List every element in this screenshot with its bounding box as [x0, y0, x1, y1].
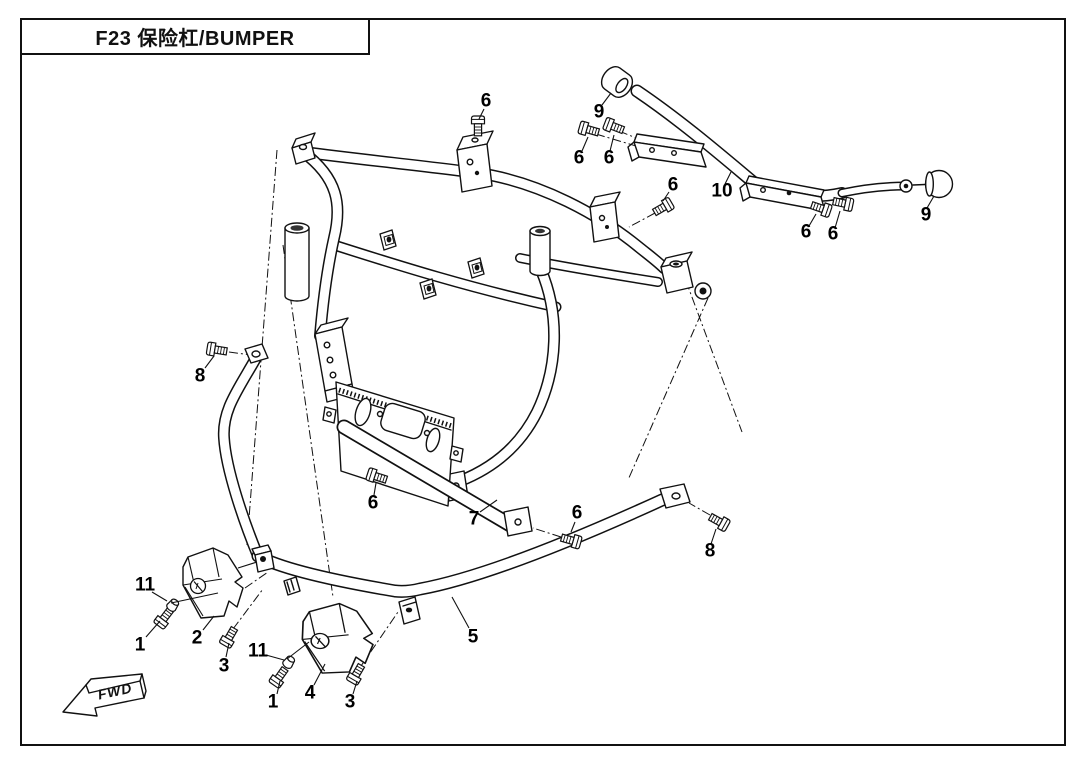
part-10-rear-bumper-bar	[600, 66, 954, 212]
latch-bracket	[251, 544, 275, 573]
title-block: F23 保险杠/BUMPER	[20, 18, 370, 55]
end-cap-left	[600, 66, 634, 98]
rear-bumper-front-bracket	[627, 133, 707, 168]
callout-9: 9	[593, 101, 605, 123]
callout-6: 6	[573, 147, 585, 169]
callout-11: 11	[247, 640, 269, 662]
fwd-direction-marker: FWD	[62, 673, 147, 717]
callout-2: 2	[191, 627, 203, 649]
callout-11: 11	[134, 574, 156, 596]
callout-7: 7	[468, 508, 480, 530]
frame-left-bracket	[314, 317, 355, 403]
rear-bumper-rear-bracket	[739, 175, 826, 212]
callout-6: 6	[800, 221, 812, 243]
frame-bracket-center	[456, 130, 494, 193]
mount-post-right	[529, 225, 551, 277]
drawing-border	[20, 18, 1066, 746]
main-bumper-frame	[284, 130, 712, 537]
callout-6: 6	[603, 147, 615, 169]
callout-6: 6	[367, 492, 379, 514]
lower-bumper-end-tab	[659, 483, 691, 509]
callout-5: 5	[467, 626, 479, 648]
frame-top-clamp	[291, 132, 316, 165]
callout-6: 6	[571, 502, 583, 524]
fwd-label: FWD	[96, 680, 133, 703]
frame-right-clamp	[660, 251, 712, 300]
callout-6: 6	[667, 174, 679, 196]
fasteners	[152, 115, 855, 690]
callout-leaders	[145, 92, 935, 695]
callout-6: 6	[827, 223, 839, 245]
callout-4: 4	[304, 682, 316, 704]
callout-8: 8	[704, 540, 716, 562]
callout-1: 1	[267, 691, 279, 713]
callout-6: 6	[480, 90, 492, 112]
callout-9: 9	[920, 204, 932, 226]
callout-3: 3	[218, 655, 230, 677]
hatched-tab	[283, 576, 301, 596]
bumper-tube-tab	[398, 596, 421, 625]
frame-bracket-right	[589, 191, 621, 243]
end-cap-right	[912, 169, 954, 199]
callout-3: 3	[344, 691, 356, 713]
callout-10: 10	[711, 180, 733, 202]
callout-8: 8	[194, 365, 206, 387]
mount-post-left	[284, 222, 310, 302]
callout-1: 1	[134, 634, 146, 656]
drawing-title: F23 保险杠/BUMPER	[95, 28, 295, 50]
lower-bumper-top-tab	[244, 343, 269, 364]
